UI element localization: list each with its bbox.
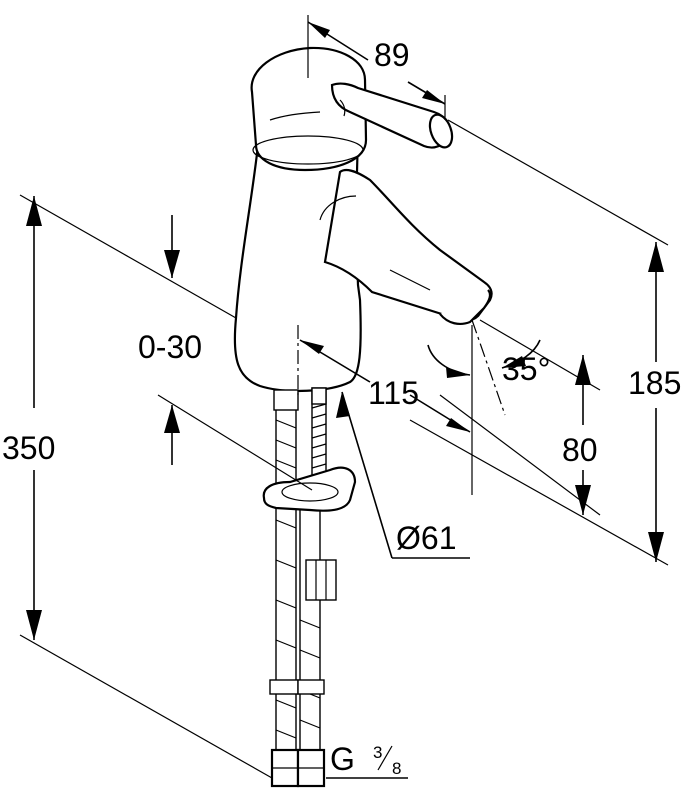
label-spout-height: 80 <box>562 432 598 468</box>
label-spout-angle: 35° <box>502 351 550 387</box>
dimension-lines <box>19 15 669 779</box>
dimension-labels: 89 185 80 35° 115 350 0-30 Ø61 G 3 8 <box>2 37 681 778</box>
label-overall-length: 350 <box>2 430 55 466</box>
supply-hoses <box>262 387 357 788</box>
label-adjust-range: 0-30 <box>138 329 202 365</box>
label-thread-denominator: 8 <box>392 759 401 778</box>
label-spout-reach: 115 <box>368 375 419 411</box>
label-height-total: 185 <box>628 365 681 401</box>
label-top-reach: 89 <box>374 37 410 73</box>
center-lines <box>297 319 506 495</box>
label-thread-numerator: 3 <box>373 743 382 762</box>
label-thread-type: G <box>330 741 355 777</box>
faucet-body <box>233 46 493 393</box>
label-base-diameter: Ø61 <box>396 520 456 556</box>
